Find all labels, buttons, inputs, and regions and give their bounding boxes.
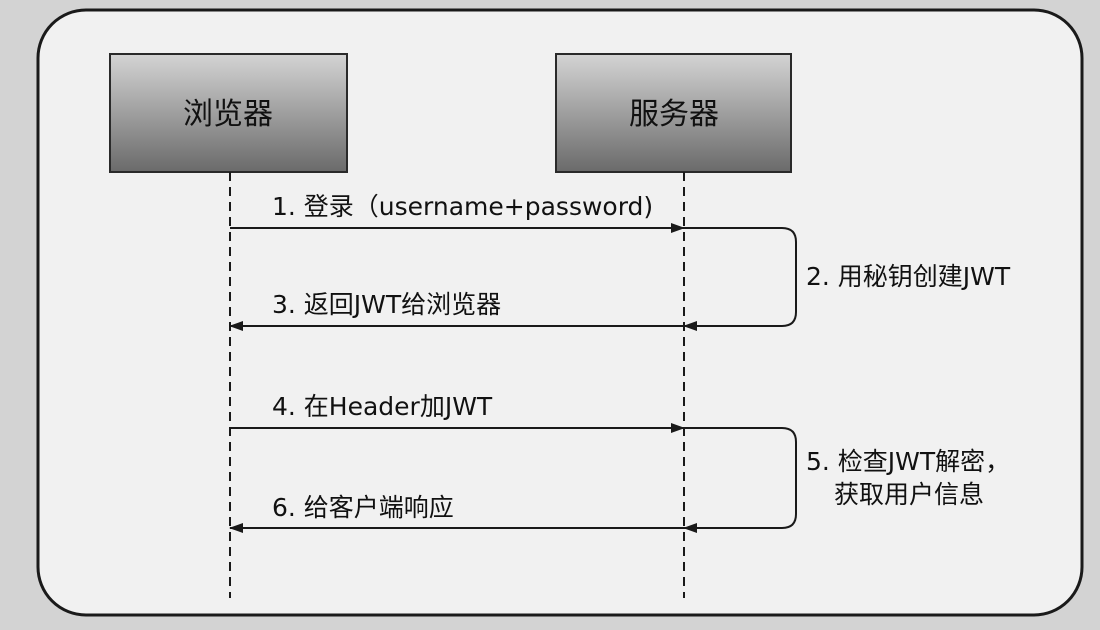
message-4: 4. 在Header加JWT	[230, 392, 685, 433]
server-label: 服务器	[629, 97, 719, 132]
message-5: 5. 检查JWT解密， 获取用户信息	[683, 427, 1010, 533]
browser-box	[109, 53, 348, 173]
message-5-label-line-2: 获取用户信息	[834, 480, 984, 509]
message-3: 3. 返回JWT给浏览器	[229, 290, 684, 331]
message-5-label-line-1: 5. 检查JWT解密，	[806, 447, 1010, 476]
message-1: 1. 登录（username+password)	[230, 192, 685, 233]
participant-browser: 浏览器	[109, 53, 348, 173]
message-6-label: 6. 给客户端响应	[272, 493, 454, 522]
message-1-label: 1. 登录（username+password)	[272, 192, 653, 221]
server-box	[555, 53, 792, 173]
message-2: 2. 用秘钥创建JWT	[683, 227, 1011, 331]
participant-server: 服务器	[555, 53, 792, 173]
message-2-label: 2. 用秘钥创建JWT	[806, 262, 1011, 291]
message-5-self-arrow	[683, 427, 797, 533]
message-2-self-arrow	[683, 227, 797, 331]
message-4-label: 4. 在Header加JWT	[272, 392, 493, 421]
message-3-label: 3. 返回JWT给浏览器	[272, 290, 501, 319]
message-6: 6. 给客户端响应	[229, 493, 684, 533]
browser-label: 浏览器	[183, 97, 273, 132]
